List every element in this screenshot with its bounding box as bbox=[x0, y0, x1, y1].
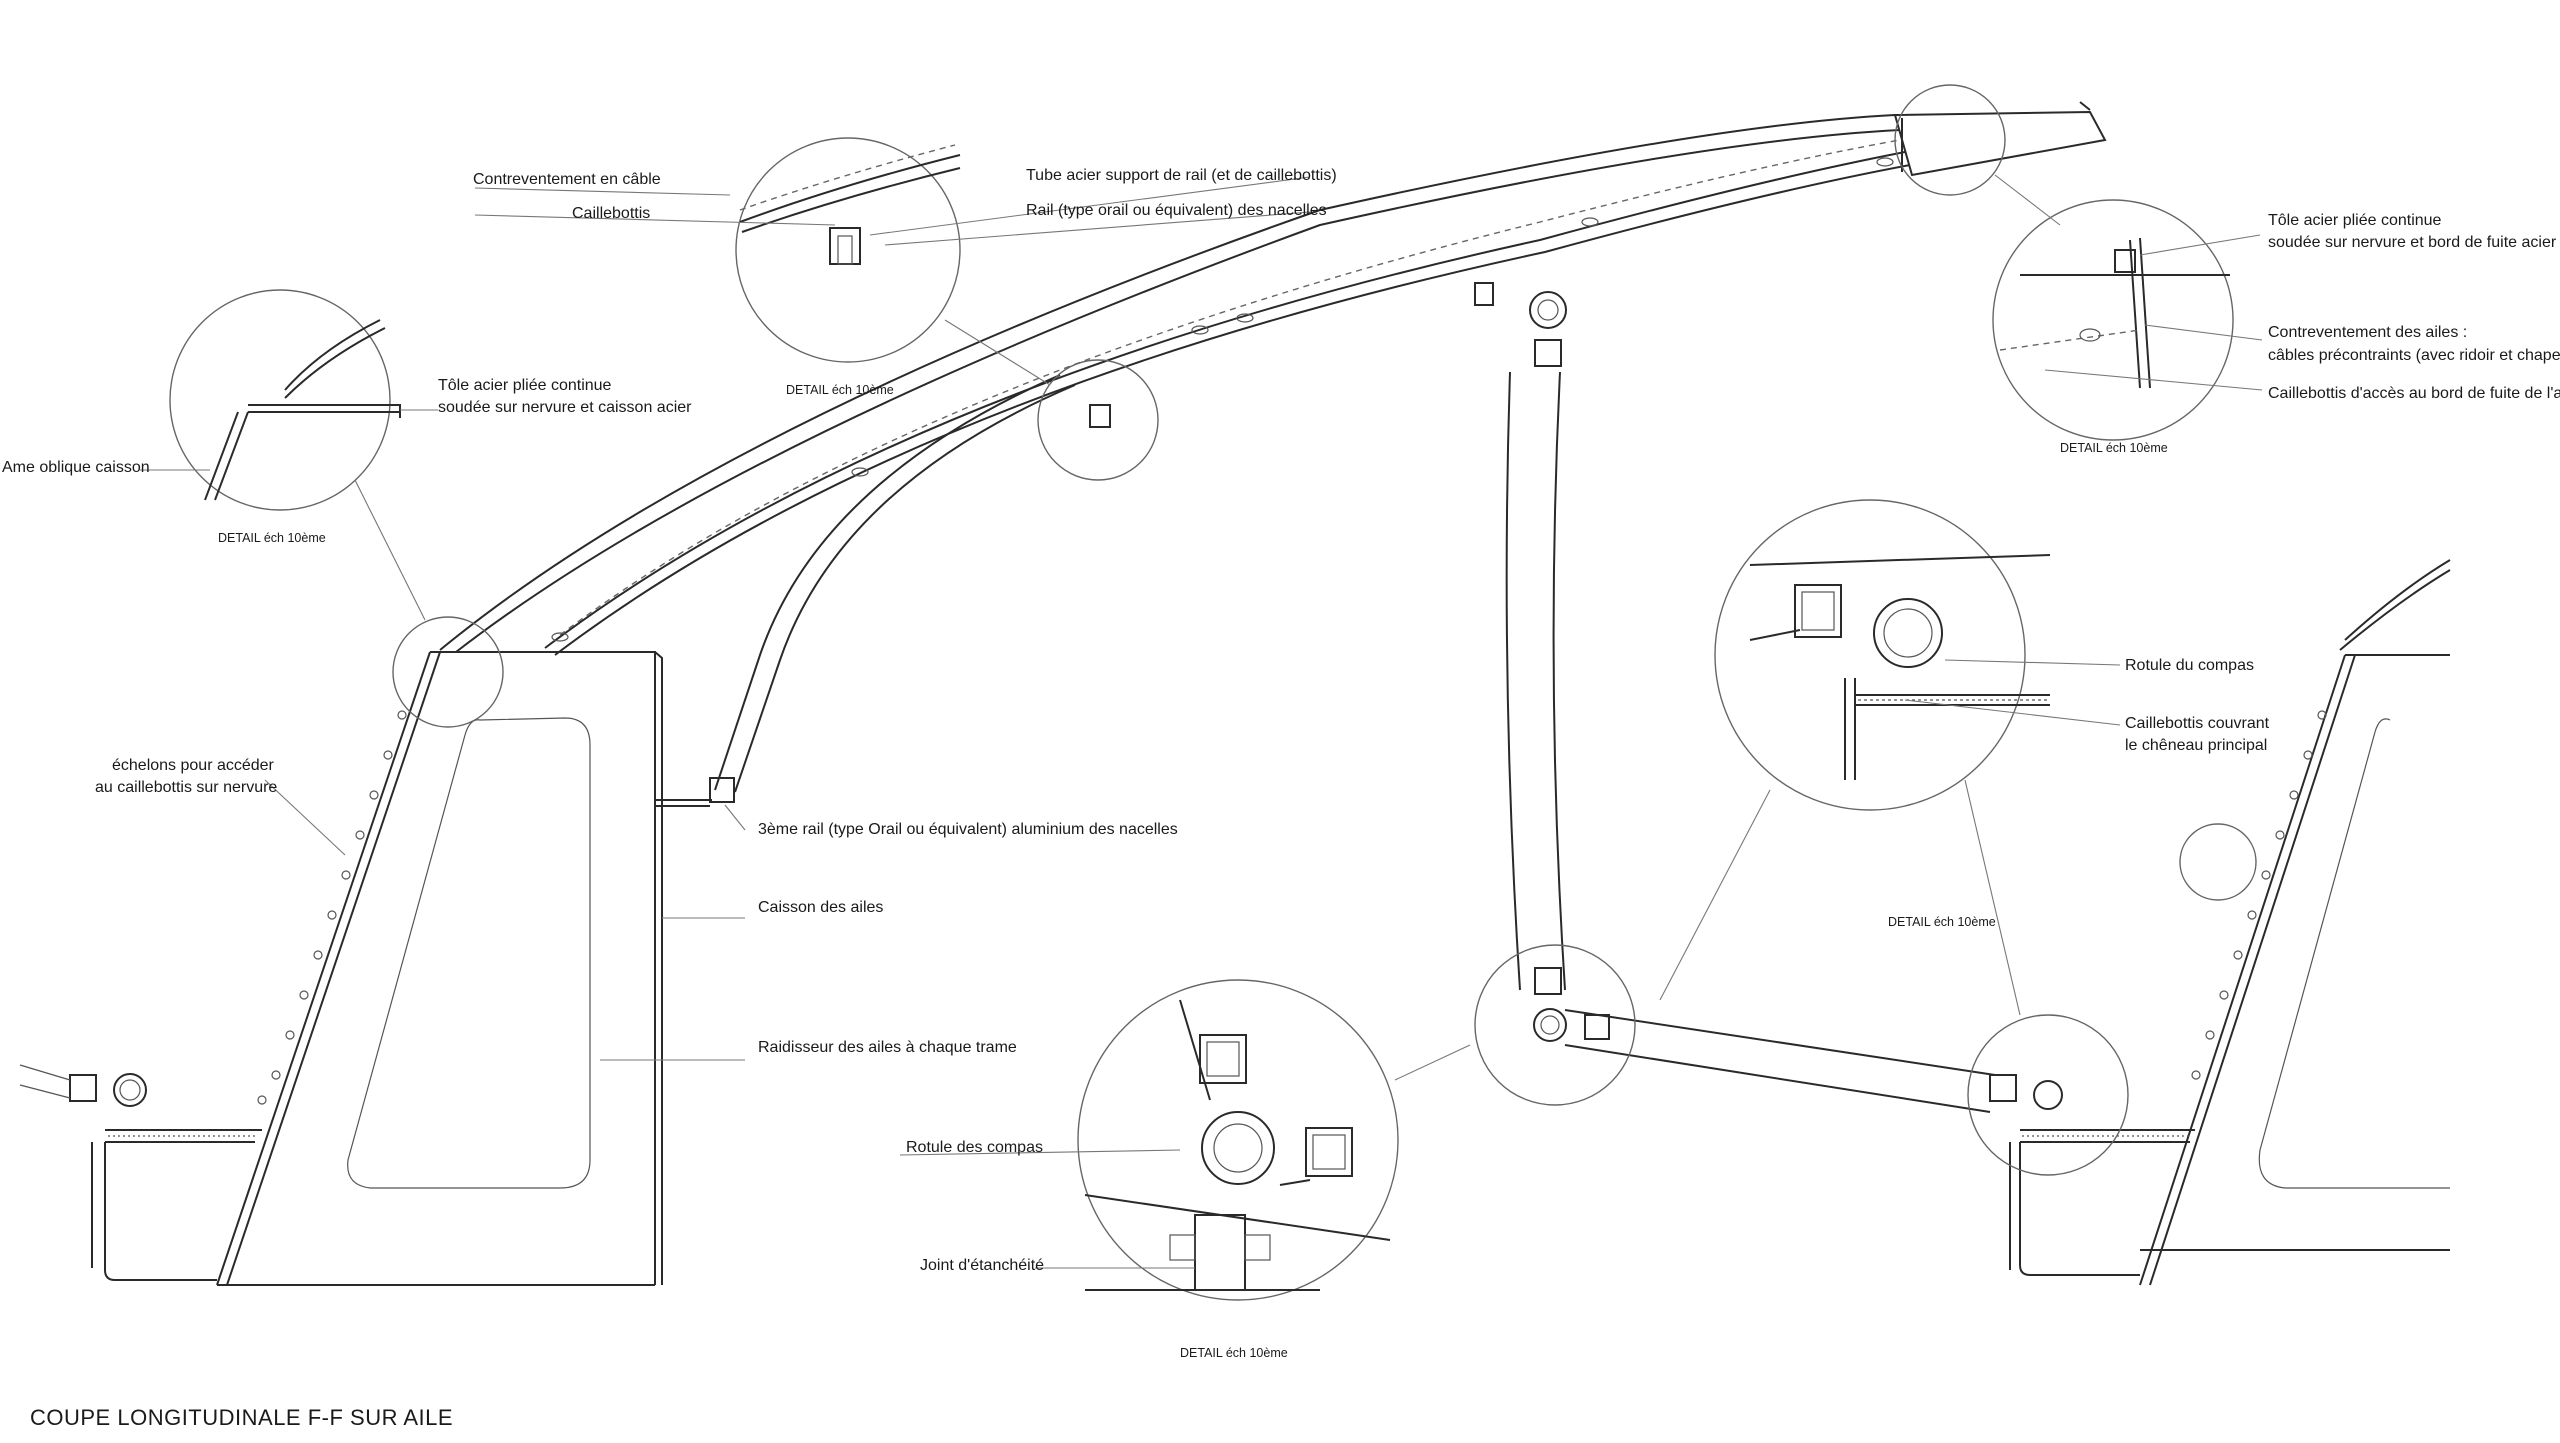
label-tole-bord-2: soudée sur nervure et bord de fuite acie… bbox=[2268, 234, 2557, 251]
detail-label-1: DETAIL éch 10ème bbox=[218, 531, 326, 545]
annotation-leaders bbox=[140, 176, 2263, 1269]
label-ame-oblique: Ame oblique caisson bbox=[2, 459, 150, 476]
label-caillebottis-cheneau-1: Caillebottis couvrant bbox=[2125, 715, 2270, 732]
label-echelons-2: au caillebottis sur nervure bbox=[95, 779, 277, 796]
drawing-title: COUPE LONGITUDINALE F-F SUR AILE bbox=[30, 1405, 453, 1430]
label-contrev-ailes-2: câbles précontraints (avec ridoir et cha… bbox=[2268, 347, 2560, 364]
label-caillebottis-acces: Caillebottis d'accès au bord de fuite de… bbox=[2268, 385, 2560, 402]
detail-label-3: DETAIL éch 10ème bbox=[2060, 441, 2168, 455]
detail-circles bbox=[169, 84, 2257, 1301]
label-caisson-ailes: Caisson des ailes bbox=[758, 899, 883, 916]
annotation-labels: Contreventement en câble Caillebottis Tu… bbox=[2, 167, 2560, 1274]
wing-profile bbox=[439, 101, 2107, 807]
detail-scale-labels: DETAIL éch 10ème DETAIL éch 10ème DETAIL… bbox=[218, 383, 2168, 1360]
right-caisson bbox=[2009, 559, 2451, 1286]
label-tole-caisson-2: soudée sur nervure et caisson acier bbox=[438, 399, 692, 416]
detail-label-4: DETAIL éch 10ème bbox=[1888, 915, 1996, 929]
label-tube-acier: Tube acier support de rail (et de caille… bbox=[1026, 167, 1337, 184]
label-rail-orail: Rail (type orail ou équivalent) des nace… bbox=[1026, 202, 1327, 219]
detail-label-2: DETAIL éch 10ème bbox=[786, 383, 894, 397]
label-caillebottis-cheneau-2: le chêneau principal bbox=[2125, 737, 2267, 754]
label-troisieme-rail: 3ème rail (type Orail ou équivalent) alu… bbox=[758, 821, 1178, 838]
label-contreventement-cable: Contreventement en câble bbox=[473, 171, 661, 188]
label-raidisseur: Raidisseur des ailes à chaque trame bbox=[758, 1039, 1017, 1056]
label-joint: Joint d'étanchéité bbox=[920, 1257, 1044, 1274]
detail-label-5: DETAIL éch 10ème bbox=[1180, 1346, 1288, 1360]
label-tole-bord-1: Tôle acier pliée continue bbox=[2268, 212, 2442, 229]
label-caillebottis: Caillebottis bbox=[572, 205, 650, 222]
label-rotule-compas: Rotule du compas bbox=[2125, 657, 2254, 674]
label-contrev-ailes-1: Contreventement des ailes : bbox=[2268, 324, 2467, 341]
left-caisson bbox=[19, 651, 663, 1286]
label-echelons-1: échelons pour accéder bbox=[112, 757, 275, 774]
compas-arms bbox=[1505, 291, 2063, 1113]
label-tole-caisson-1: Tôle acier pliée continue bbox=[438, 377, 612, 394]
label-rotule-compas-bas: Rotule des compas bbox=[906, 1139, 1043, 1156]
